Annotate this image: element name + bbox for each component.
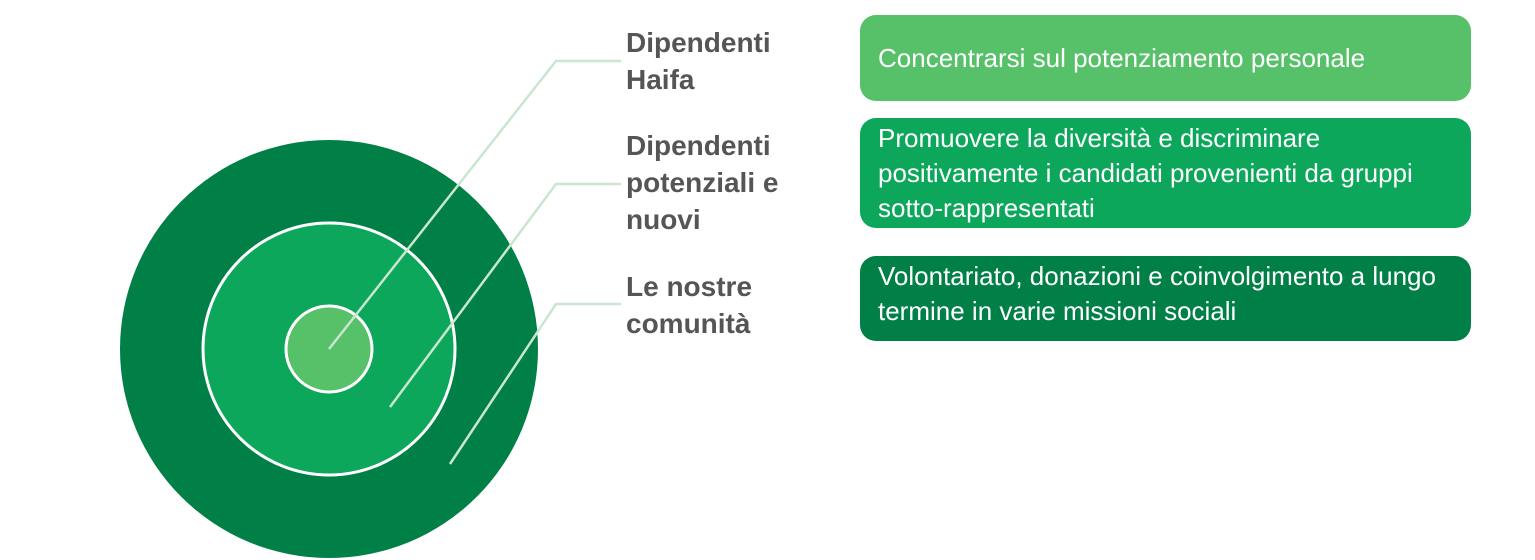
description-box-2: Promuovere la diversità e discriminare p… <box>860 118 1471 228</box>
description-text-3: Volontariato, donazioni e coinvolgimento… <box>878 261 1436 326</box>
connector-line-1 <box>328 59 621 350</box>
description-box-3: Volontariato, donazioni e coinvolgimento… <box>860 256 1471 341</box>
description-text-1: Concentrarsi sul potenziamento personale <box>878 42 1366 73</box>
description-box-1: Concentrarsi sul potenziamento personale <box>860 15 1471 101</box>
label-dipendenti-potenziali: Dipendenti potenziali e nuovi <box>626 130 779 235</box>
label-le-nostre-comunita: Le nostre comunità <box>626 271 753 339</box>
connector-line-3 <box>448 302 621 465</box>
label-dipendenti-haifa: Dipendenti Haifa <box>626 27 771 95</box>
connector-line-2 <box>388 182 621 408</box>
description-text-2: Promuovere la diversità e discriminare p… <box>878 123 1413 223</box>
